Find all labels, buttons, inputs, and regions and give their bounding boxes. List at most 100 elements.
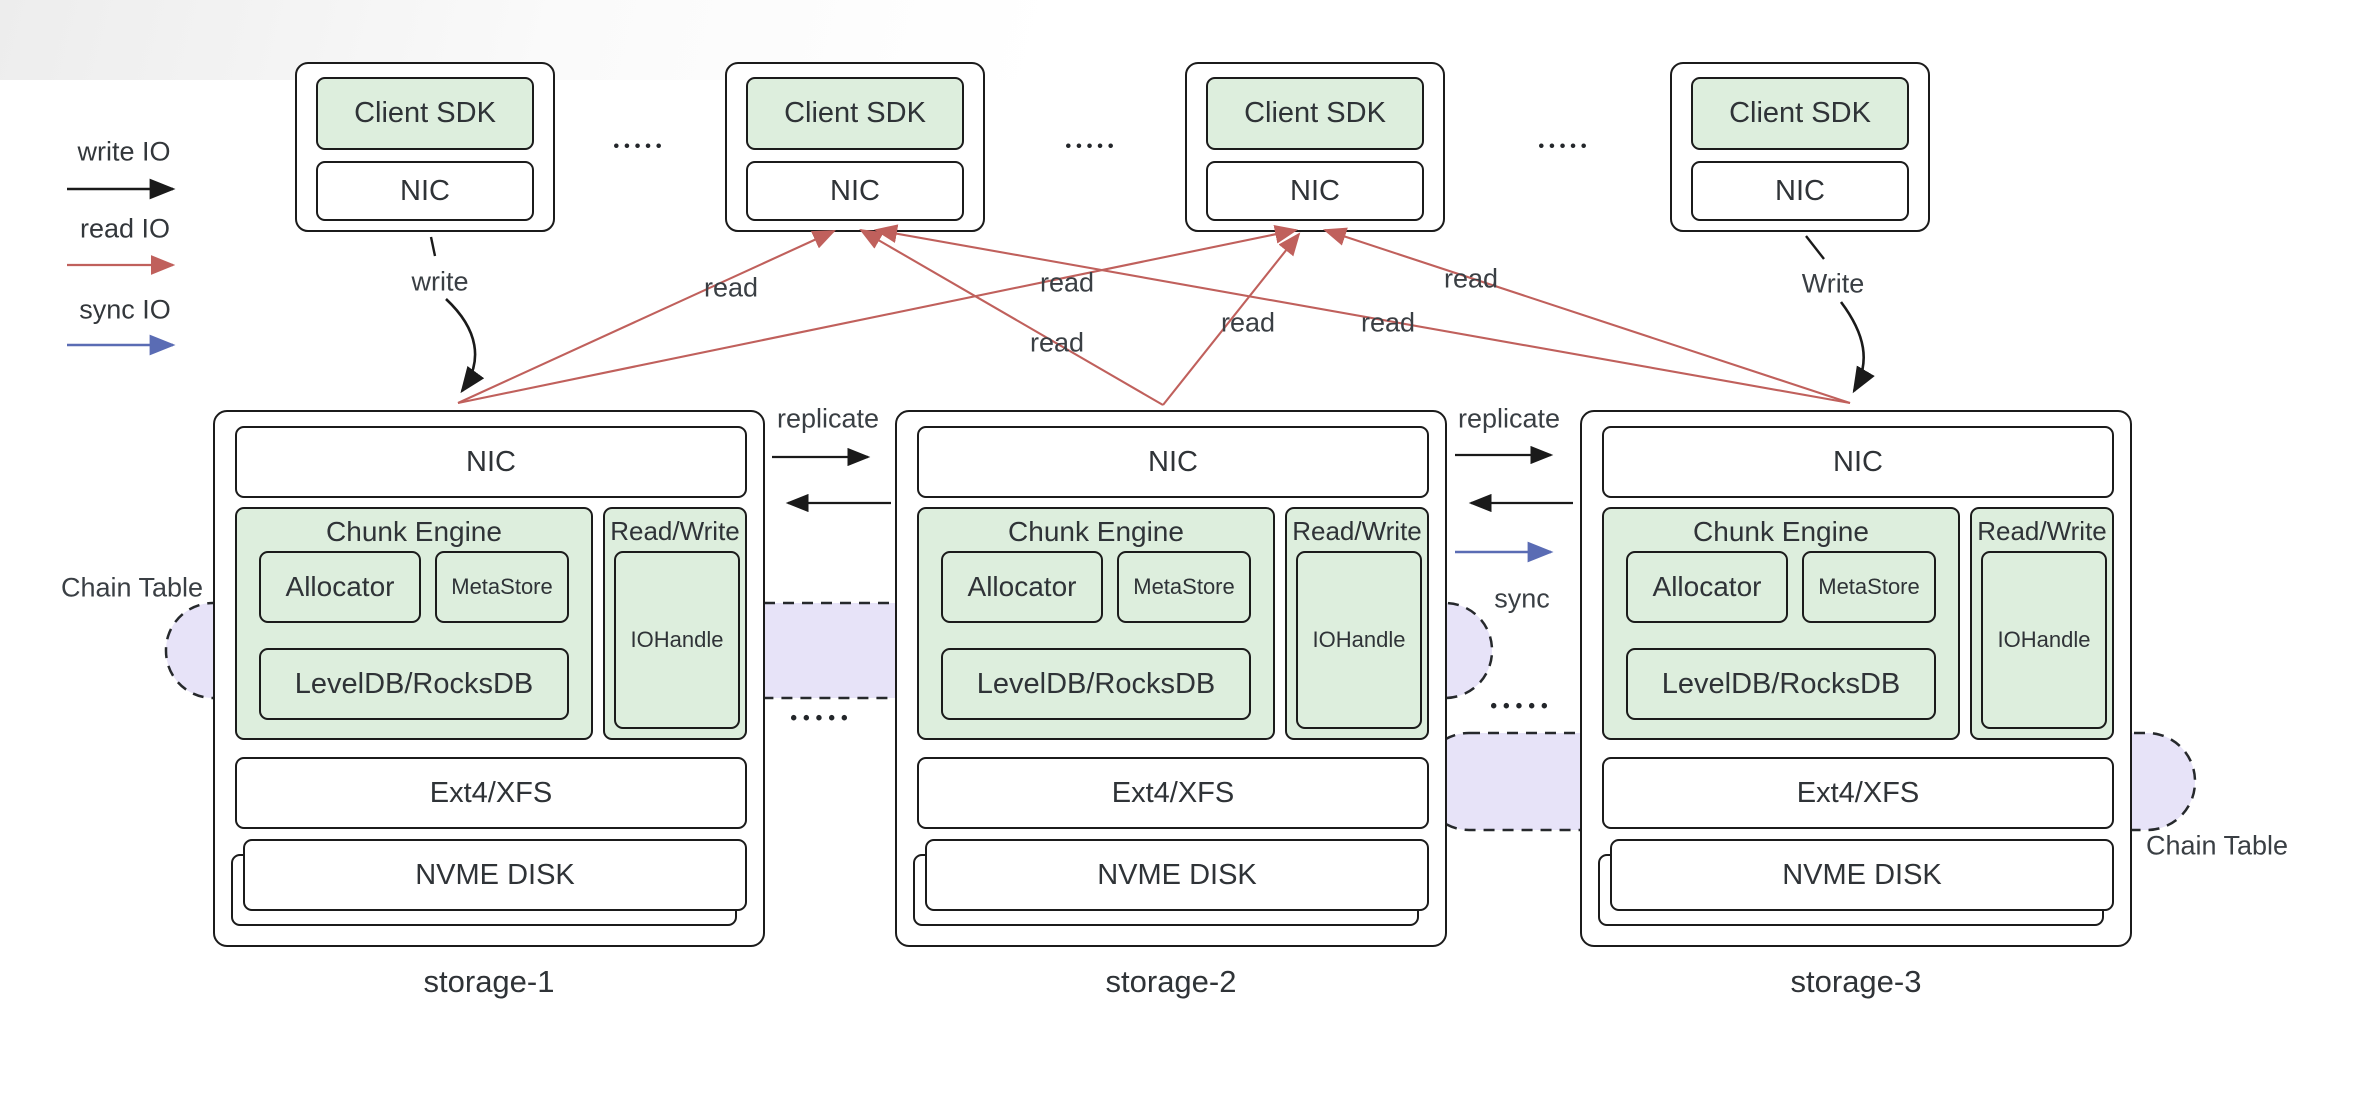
client-sdk-label: Client SDK [1244,97,1386,129]
client-ellipsis-3: ••••• [1538,138,1592,155]
storage-node-1: NIC Chunk Engine Allocator MetaStore Lev… [213,410,765,999]
read-line-s1-c2 [457,230,836,404]
client-nic-box: NIC [746,161,964,221]
client-nic-box: NIC [1691,161,1909,221]
client-sdk-label: Client SDK [1729,97,1871,129]
allocator-box: Allocator [259,551,421,623]
storage-node-3: NIC Chunk Engine Allocator MetaStore Lev… [1580,410,2132,999]
replicate-label-1: replicate [776,403,880,434]
chunk-engine-title: Chunk Engine [1008,516,1184,547]
client-nic-label: NIC [400,174,450,207]
allocator-box: Allocator [941,551,1103,623]
legend-read-io-label: read IO [79,213,171,244]
metastore-box: MetaStore [1117,551,1251,623]
read-label-5: read [1360,307,1416,338]
allocator-label: Allocator [1652,571,1762,602]
storage-nic-box: NIC [235,426,747,498]
iohandle-box: IOHandle [1296,551,1422,729]
client-node-4: Client SDK NIC [1670,62,1930,232]
client-node-1: Client SDK NIC [295,62,555,232]
nvme-disk-label: NVME DISK [1782,858,1942,891]
allocator-label: Allocator [967,571,1077,602]
client-sdk-label: Client SDK [784,97,926,129]
chunk-engine-title: Chunk Engine [1693,516,1869,547]
chain-table-label-left: Chain Table [60,572,204,603]
read-line-s3-c2 [873,224,1851,405]
client-ellipsis-2: ••••• [1065,138,1119,155]
allocator-box: Allocator [1626,551,1788,623]
nvme-disk-label: NVME DISK [415,858,575,891]
client-node-2: Client SDK NIC [725,62,985,232]
chunk-engine-box: Chunk Engine Allocator MetaStore LevelDB… [1602,507,1960,740]
storage-node-2: NIC Chunk Engine Allocator MetaStore Lev… [895,410,1447,999]
storage-nic-box: NIC [917,426,1429,498]
leveldb-rocksdb-box: LevelDB/RocksDB [941,648,1251,720]
client-sdk-label: Client SDK [354,97,496,129]
chunk-engine-box: Chunk Engine Allocator MetaStore LevelDB… [917,507,1275,740]
client-nic-label: NIC [830,174,880,207]
client-node-3: Client SDK NIC [1185,62,1445,232]
filesystem-box: Ext4/XFS [1602,757,2114,829]
legend-sync-io-label: sync IO [79,294,171,325]
filesystem-label: Ext4/XFS [1111,776,1235,809]
chunk-engine-title: Chunk Engine [326,516,502,547]
chain-ellipsis-1: ••••• [790,708,854,729]
storage-name-label: storage-2 [1105,964,1237,999]
chain-ellipsis-2: ••••• [1490,696,1554,717]
leveldb-rocksdb-box: LevelDB/RocksDB [259,648,569,720]
legend-write-io-label: write IO [77,136,171,167]
read-label-6: read [1443,263,1499,294]
client-nic-label: NIC [1775,174,1825,207]
storage-name-label: storage-3 [1790,964,1922,999]
sync-label: sync [1494,583,1550,614]
read-label-3: read [1029,327,1085,358]
metastore-box: MetaStore [435,551,569,623]
iohandle-label: IOHandle [630,627,724,652]
iohandle-label: IOHandle [1997,627,2091,652]
storage-nic-label: NIC [466,445,516,478]
filesystem-box: Ext4/XFS [917,757,1429,829]
filesystem-box: Ext4/XFS [235,757,747,829]
storage-name-label: storage-1 [423,964,555,999]
replicate-arrows-s1-s2 [772,447,891,513]
read-write-title: Read/Write [1977,516,2107,546]
read-write-title: Read/Write [1292,516,1422,546]
client-ellipsis-1: ••••• [613,138,667,155]
read-arrows [457,224,1851,406]
metastore-label: MetaStore [1133,574,1235,599]
write-label: write [411,266,469,297]
storage-nic-label: NIC [1148,445,1198,478]
iohandle-box: IOHandle [614,551,740,729]
read-write-title: Read/Write [610,516,740,546]
storage-nic-box: NIC [1602,426,2114,498]
client-sdk-box: Client SDK [316,77,534,150]
storage-nic-label: NIC [1833,445,1883,478]
read-line-s2-c3 [1162,232,1301,406]
client-sdk-box: Client SDK [746,77,964,150]
filesystem-label: Ext4/XFS [429,776,553,809]
metastore-label: MetaStore [451,574,553,599]
allocator-label: Allocator [285,571,395,602]
chunk-engine-box: Chunk Engine Allocator MetaStore LevelDB… [235,507,593,740]
leveldb-rocksdb-box: LevelDB/RocksDB [1626,648,1936,720]
write-arrow-client1-storage1 [429,236,485,394]
write-arrow-client4-storage3 [1805,235,1875,394]
replicate-arrows-s2-s3 [1455,445,1573,513]
read-line-s3-c3 [1323,227,1851,404]
read-line-s1-c3 [457,224,1299,405]
read-label-1: read [703,272,759,303]
client-sdk-box: Client SDK [1691,77,1909,150]
leveldb-rocksdb-label: LevelDB/RocksDB [976,667,1216,700]
read-write-box: Read/Write IOHandle [1285,507,1429,740]
client-nic-label: NIC [1290,174,1340,207]
nvme-disk-label: NVME DISK [1097,858,1257,891]
replicate-label-2: replicate [1457,403,1561,434]
background-fade [0,0,1400,80]
read-write-box: Read/Write IOHandle [1970,507,2114,740]
chain-table-label-right: Chain Table [2145,830,2289,861]
leveldb-rocksdb-label: LevelDB/RocksDB [1661,667,1901,700]
write-label-capital: Write [1801,268,1865,299]
read-label-4: read [1220,307,1276,338]
